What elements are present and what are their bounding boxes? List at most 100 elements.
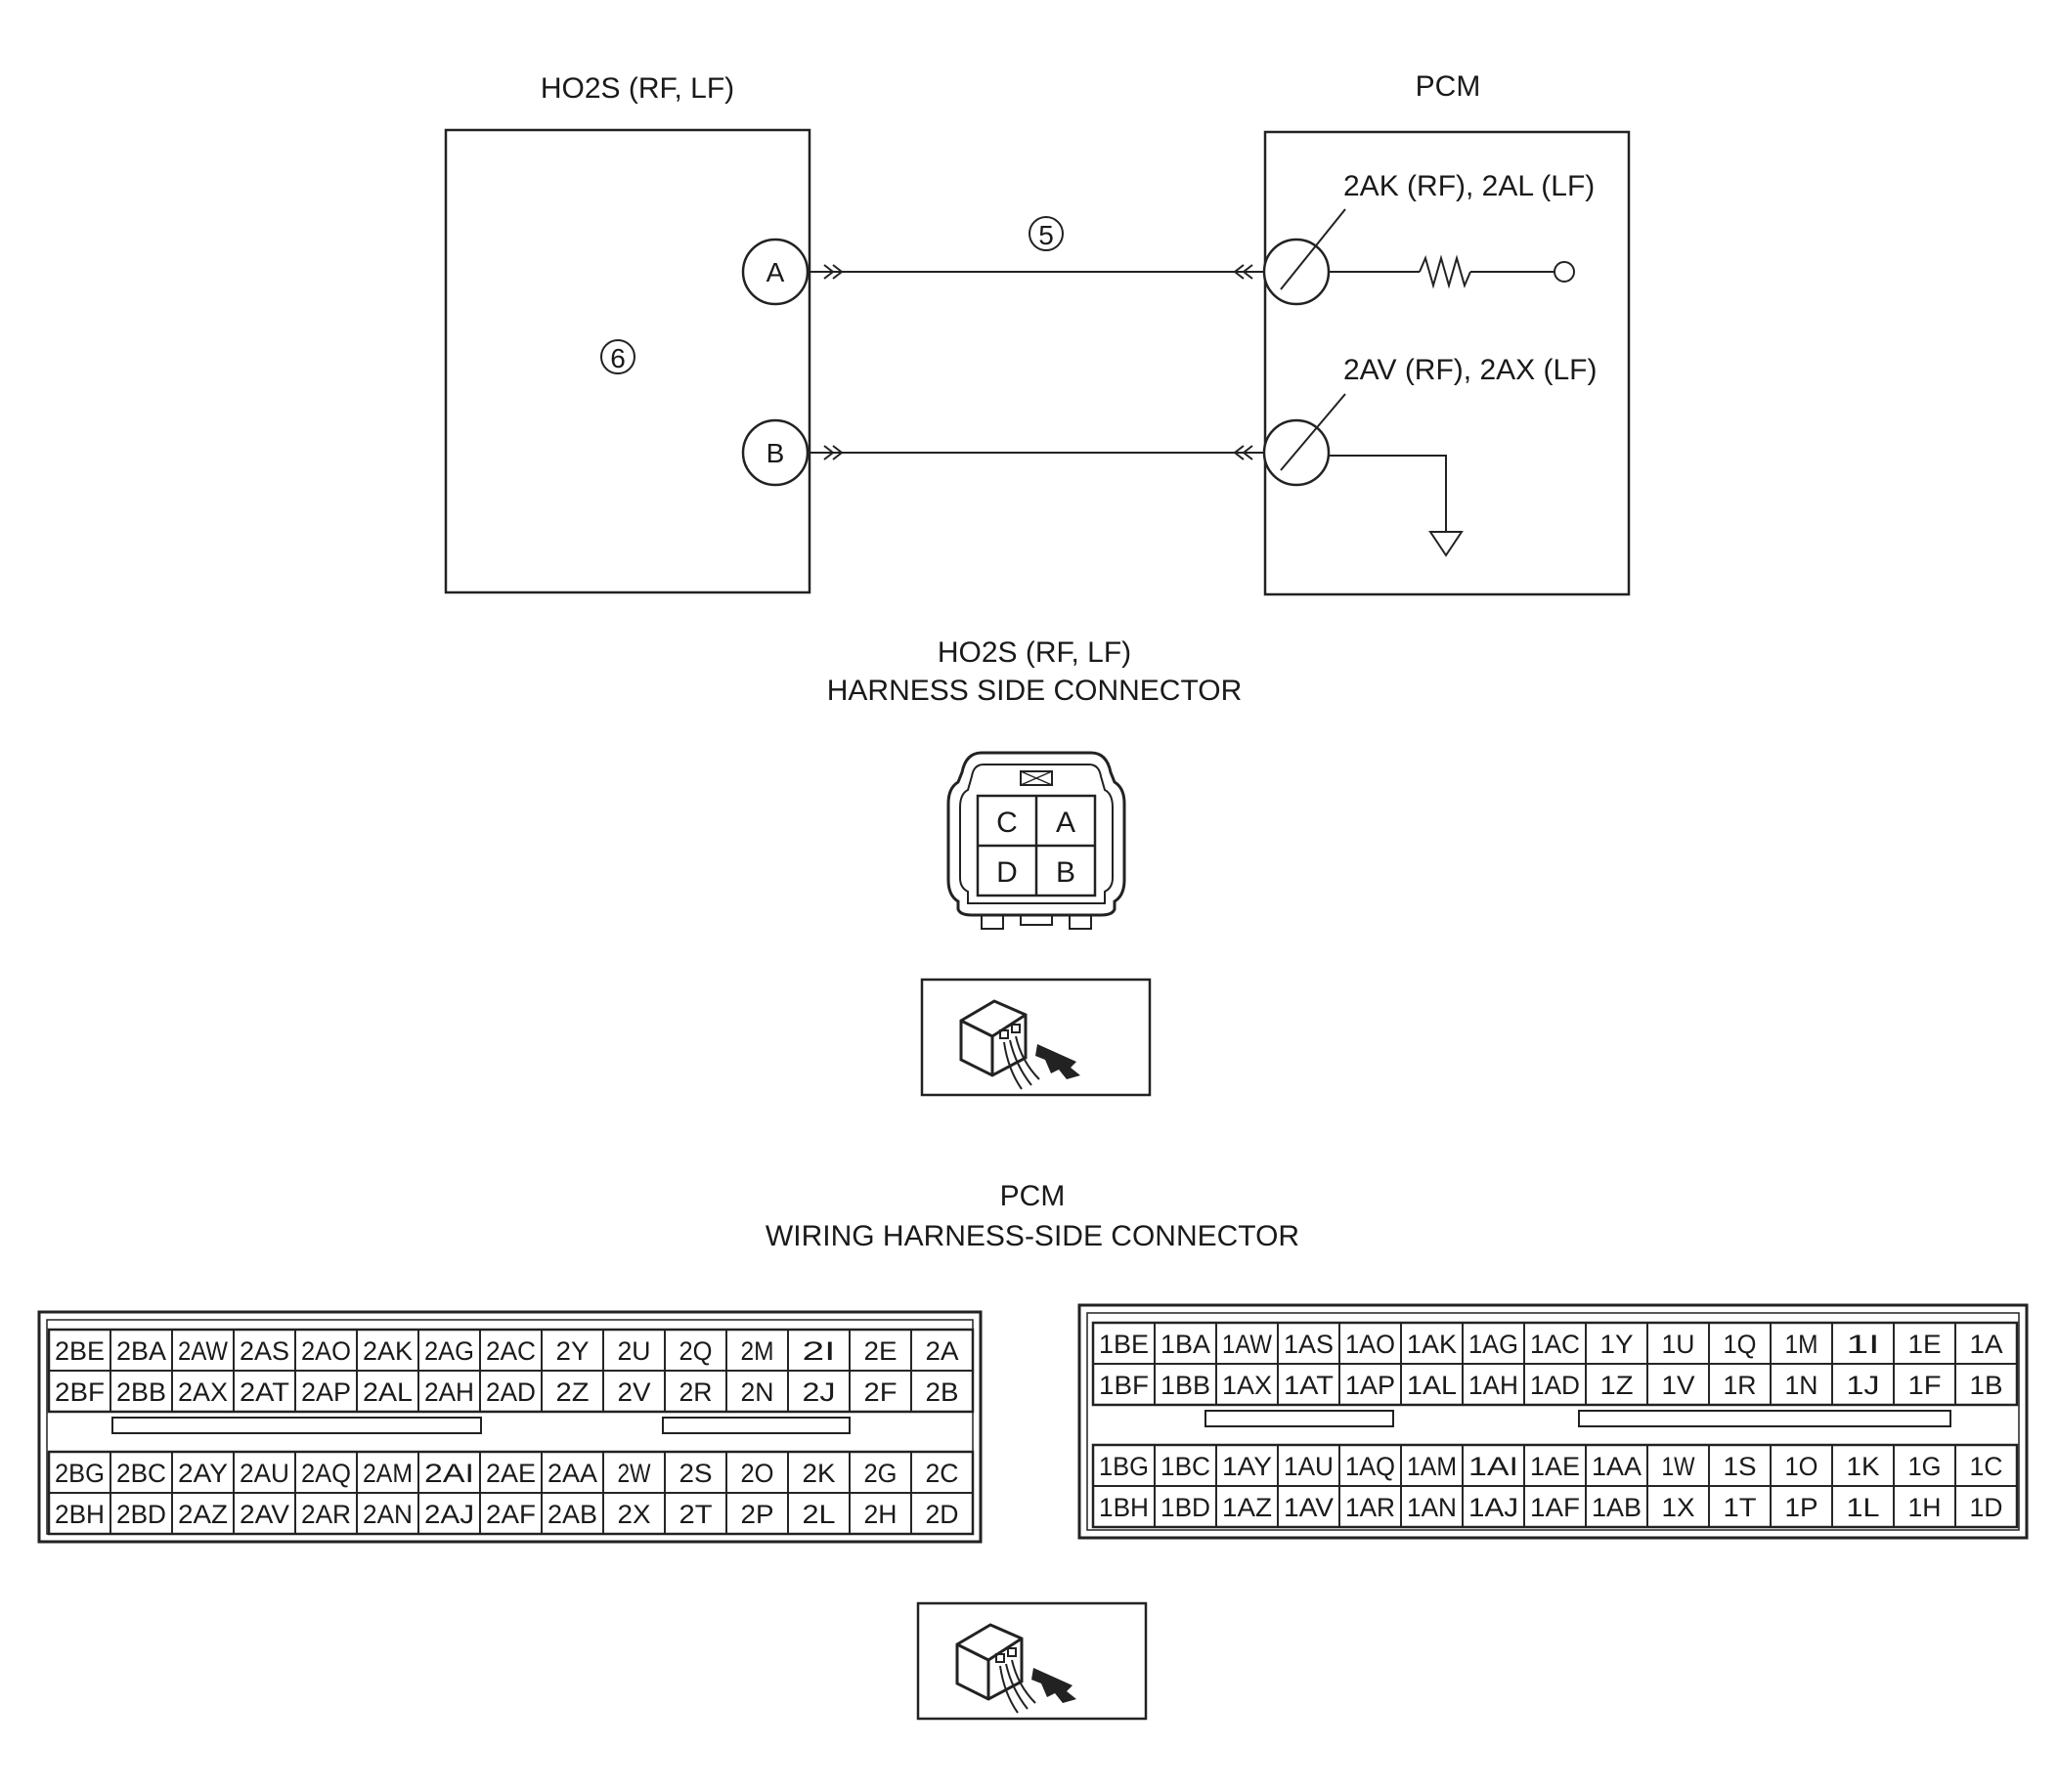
pin-label: 1O bbox=[1785, 1452, 1818, 1481]
pin-label: 1C bbox=[1970, 1452, 2003, 1481]
ho2s-cell-d: D bbox=[996, 856, 1018, 889]
pin-label: 1AB bbox=[1592, 1493, 1642, 1522]
connector-view-icon bbox=[920, 978, 1152, 1097]
pin-label: 2X bbox=[618, 1500, 651, 1529]
pin-a-label: A bbox=[766, 257, 785, 287]
pin-label: 1W bbox=[1662, 1452, 1695, 1481]
pin-label: 1B bbox=[1970, 1371, 2003, 1400]
pin-label: 2D bbox=[926, 1500, 959, 1529]
pin-label: 1BE bbox=[1099, 1330, 1149, 1359]
pin-label: 1U bbox=[1662, 1330, 1695, 1359]
pin-label: 1AZ bbox=[1222, 1493, 1272, 1522]
pin-label: 1AM bbox=[1407, 1452, 1457, 1481]
pin-label: 1AJ bbox=[1468, 1493, 1518, 1522]
ho2s-cell-a: A bbox=[1056, 807, 1075, 839]
pin-label: 2O bbox=[741, 1459, 774, 1488]
pin-label: 1AH bbox=[1468, 1371, 1518, 1400]
pin-label: 2AL bbox=[363, 1377, 413, 1407]
pin-label: 1Q bbox=[1724, 1330, 1757, 1359]
pin-label: 1BG bbox=[1099, 1452, 1149, 1481]
pin-label: 2AD bbox=[486, 1377, 536, 1407]
pin-label: 2I bbox=[803, 1336, 836, 1366]
pin-label: 2BG bbox=[55, 1459, 105, 1488]
pin-label: 2AU bbox=[240, 1459, 289, 1488]
pin-label: 2W bbox=[618, 1459, 651, 1488]
ho2s-cell-c: C bbox=[996, 807, 1018, 839]
pin-label: 1AV bbox=[1284, 1493, 1334, 1522]
pin-label: 1AY bbox=[1222, 1452, 1272, 1481]
pin-cell bbox=[910, 1492, 974, 1535]
pin-label: 1V bbox=[1662, 1371, 1695, 1400]
pin-label: 1L bbox=[1847, 1493, 1880, 1522]
pin-cell bbox=[1954, 1485, 2018, 1528]
pin-label: 2BH bbox=[55, 1500, 105, 1529]
pin-label: 1AO bbox=[1345, 1330, 1395, 1359]
pin-label: 2P bbox=[741, 1500, 774, 1529]
pin-label: 1E bbox=[1908, 1330, 1942, 1359]
pin-label: 2U bbox=[618, 1336, 651, 1366]
pin-label: 1AR bbox=[1345, 1493, 1395, 1522]
pin-label: 1AN bbox=[1407, 1493, 1457, 1522]
pin-label: 2AZ bbox=[178, 1500, 228, 1529]
pin-label: 2AW bbox=[178, 1336, 228, 1366]
pin-label: 2A bbox=[926, 1336, 959, 1366]
pin-label: 1AK bbox=[1407, 1330, 1457, 1359]
pin-label: 2AB bbox=[547, 1500, 597, 1529]
pin-cell bbox=[1954, 1363, 2018, 1406]
connector-chevrons bbox=[823, 264, 1253, 460]
pin-label: 2AQ bbox=[301, 1459, 351, 1488]
pin-label: 2N bbox=[741, 1377, 774, 1407]
pin-label: 2M bbox=[741, 1336, 774, 1366]
number-6-circle bbox=[600, 339, 635, 374]
pin-label: 2AP bbox=[301, 1377, 351, 1407]
pin-label: 2L bbox=[803, 1500, 836, 1529]
pcm-title: PCM bbox=[1416, 70, 1481, 103]
pin-label: 1AC bbox=[1530, 1330, 1580, 1359]
pin-label: 2BD bbox=[116, 1500, 166, 1529]
ho2s-cell-b: B bbox=[1056, 856, 1075, 889]
pin-label: 1AF bbox=[1530, 1493, 1580, 1522]
pin-label: 1Y bbox=[1600, 1330, 1634, 1359]
pin-label: 2F bbox=[864, 1377, 898, 1407]
pin-label: 2Z bbox=[556, 1377, 590, 1407]
pin-label: 1M bbox=[1785, 1330, 1818, 1359]
pin-label: 2C bbox=[926, 1459, 959, 1488]
connector-view-icon bbox=[916, 1601, 1148, 1721]
pin-label: 2AC bbox=[486, 1336, 536, 1366]
pin-label: 2AT bbox=[240, 1377, 289, 1407]
pin-label: 1BD bbox=[1160, 1493, 1210, 1522]
pin-label: 2E bbox=[864, 1336, 898, 1366]
pin-label: 1F bbox=[1908, 1371, 1942, 1400]
pin-label: 1AG bbox=[1468, 1330, 1518, 1359]
pin-label: 2R bbox=[679, 1377, 713, 1407]
pin-label: 2AK bbox=[363, 1336, 413, 1366]
pcm-terminal-bottom-leader bbox=[1280, 393, 1346, 471]
pin-label: 2B bbox=[926, 1377, 959, 1407]
ho2s-connector-face bbox=[946, 751, 1126, 930]
pcm-pin-top-label: 2AK (RF), 2AL (LF) bbox=[1343, 170, 1595, 202]
pin-label: 2AE bbox=[486, 1459, 536, 1488]
pin-label: 2BB bbox=[116, 1377, 166, 1407]
ho2s-box bbox=[444, 128, 811, 594]
pin-label: 1BF bbox=[1099, 1371, 1149, 1400]
pin-label: 1AU bbox=[1284, 1452, 1334, 1481]
pin-label: 2AR bbox=[301, 1500, 351, 1529]
pin-label: 2AA bbox=[547, 1459, 597, 1488]
pin-label: 1AP bbox=[1345, 1371, 1395, 1400]
pin-label: 1S bbox=[1724, 1452, 1757, 1481]
pin-label: 1BA bbox=[1160, 1330, 1210, 1359]
ho2s-box-number: 6 bbox=[610, 343, 626, 373]
pin-label: 1BH bbox=[1099, 1493, 1149, 1522]
pin-a-circle bbox=[741, 238, 810, 306]
pin-label: 2AF bbox=[486, 1500, 536, 1529]
pin-label: 2Y bbox=[556, 1336, 590, 1366]
pin-b-circle bbox=[741, 418, 810, 487]
pin-label: 1AI bbox=[1468, 1452, 1518, 1481]
pin-label: 2J bbox=[803, 1377, 836, 1407]
pin-label: 1AW bbox=[1222, 1330, 1272, 1359]
